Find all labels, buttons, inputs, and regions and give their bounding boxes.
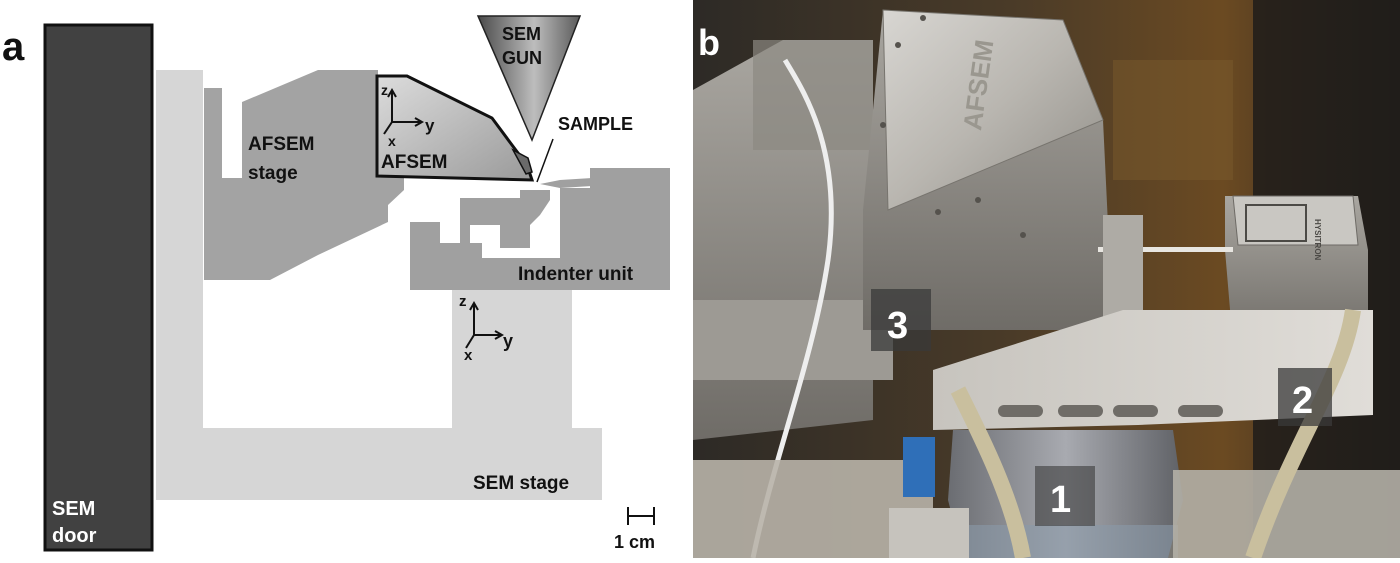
blue-connector — [903, 437, 935, 497]
afsem-stage-label-1: AFSEM — [248, 134, 315, 155]
plate-slots — [998, 405, 1223, 417]
scale-bar-label: 1 cm — [614, 532, 655, 552]
indenter-unit-label: Indenter unit — [518, 264, 634, 285]
indenter-unit — [410, 168, 670, 290]
axis-lower-y: y — [503, 331, 513, 351]
axis-upper-y: y — [425, 116, 435, 135]
afsem-screws — [880, 15, 1026, 238]
sample-label: SAMPLE — [558, 114, 633, 134]
sample-pointer — [536, 138, 554, 183]
blurry-background-object — [1113, 60, 1233, 180]
callout-3: 3 — [887, 305, 908, 347]
panel-b-letter: b — [698, 22, 720, 63]
afsem-label: AFSEM — [381, 152, 448, 173]
axis-lower-z: z — [459, 293, 467, 310]
panel-a-letter: a — [2, 25, 25, 69]
rotary-base-ring — [948, 525, 1178, 558]
axes-lower — [465, 300, 505, 349]
hysitron-engraving: HYSITRON — [1313, 219, 1322, 261]
schematic-svg: a SEM door SEM stage AFSEM stage Indente… — [2, 15, 670, 552]
hysitron-top — [1232, 195, 1359, 246]
axis-upper-z: z — [381, 82, 388, 98]
callout-1-box — [1035, 466, 1095, 526]
sem-gun — [476, 15, 582, 142]
axis-lower-x: x — [464, 347, 473, 364]
afsem-top-face — [882, 9, 1104, 211]
photo-svg: AFSEM HYSITRON 3 2 1 b — [693, 0, 1400, 561]
hysitron-logo — [1245, 204, 1307, 242]
afsem-cantilever — [511, 148, 533, 175]
axes-upper — [383, 87, 425, 135]
sem-stage — [156, 70, 602, 500]
left-stage-top — [753, 40, 873, 150]
sem-stage-label: SEM stage — [473, 473, 569, 494]
sem-gun-label-2: GUN — [502, 48, 542, 68]
schematic-panel: a SEM door SEM stage AFSEM stage Indente… — [0, 0, 690, 558]
callout-2-box — [1278, 368, 1332, 426]
left-stage-rail — [693, 300, 893, 380]
front-block — [889, 508, 969, 558]
indenter-tip — [540, 178, 592, 188]
afsem-stage — [204, 70, 404, 280]
probe-rod — [1098, 247, 1233, 252]
photo-panel: AFSEM HYSITRON 3 2 1 b — [693, 0, 1400, 561]
axis-upper-x: x — [388, 133, 396, 149]
sem-door-label-1: SEM — [52, 498, 95, 520]
sem-door-label-2: door — [52, 525, 97, 547]
callout-2: 2 — [1292, 380, 1313, 422]
scale-bar — [627, 507, 655, 525]
afsem-stage-label-2: stage — [248, 163, 298, 184]
callout-3-box — [871, 289, 931, 351]
sem-gun-label-1: SEM — [502, 24, 541, 44]
sample-plate — [933, 310, 1373, 430]
braided-cable-left — [950, 386, 1031, 560]
callout-1: 1 — [1050, 479, 1071, 521]
sem-door — [43, 23, 154, 552]
